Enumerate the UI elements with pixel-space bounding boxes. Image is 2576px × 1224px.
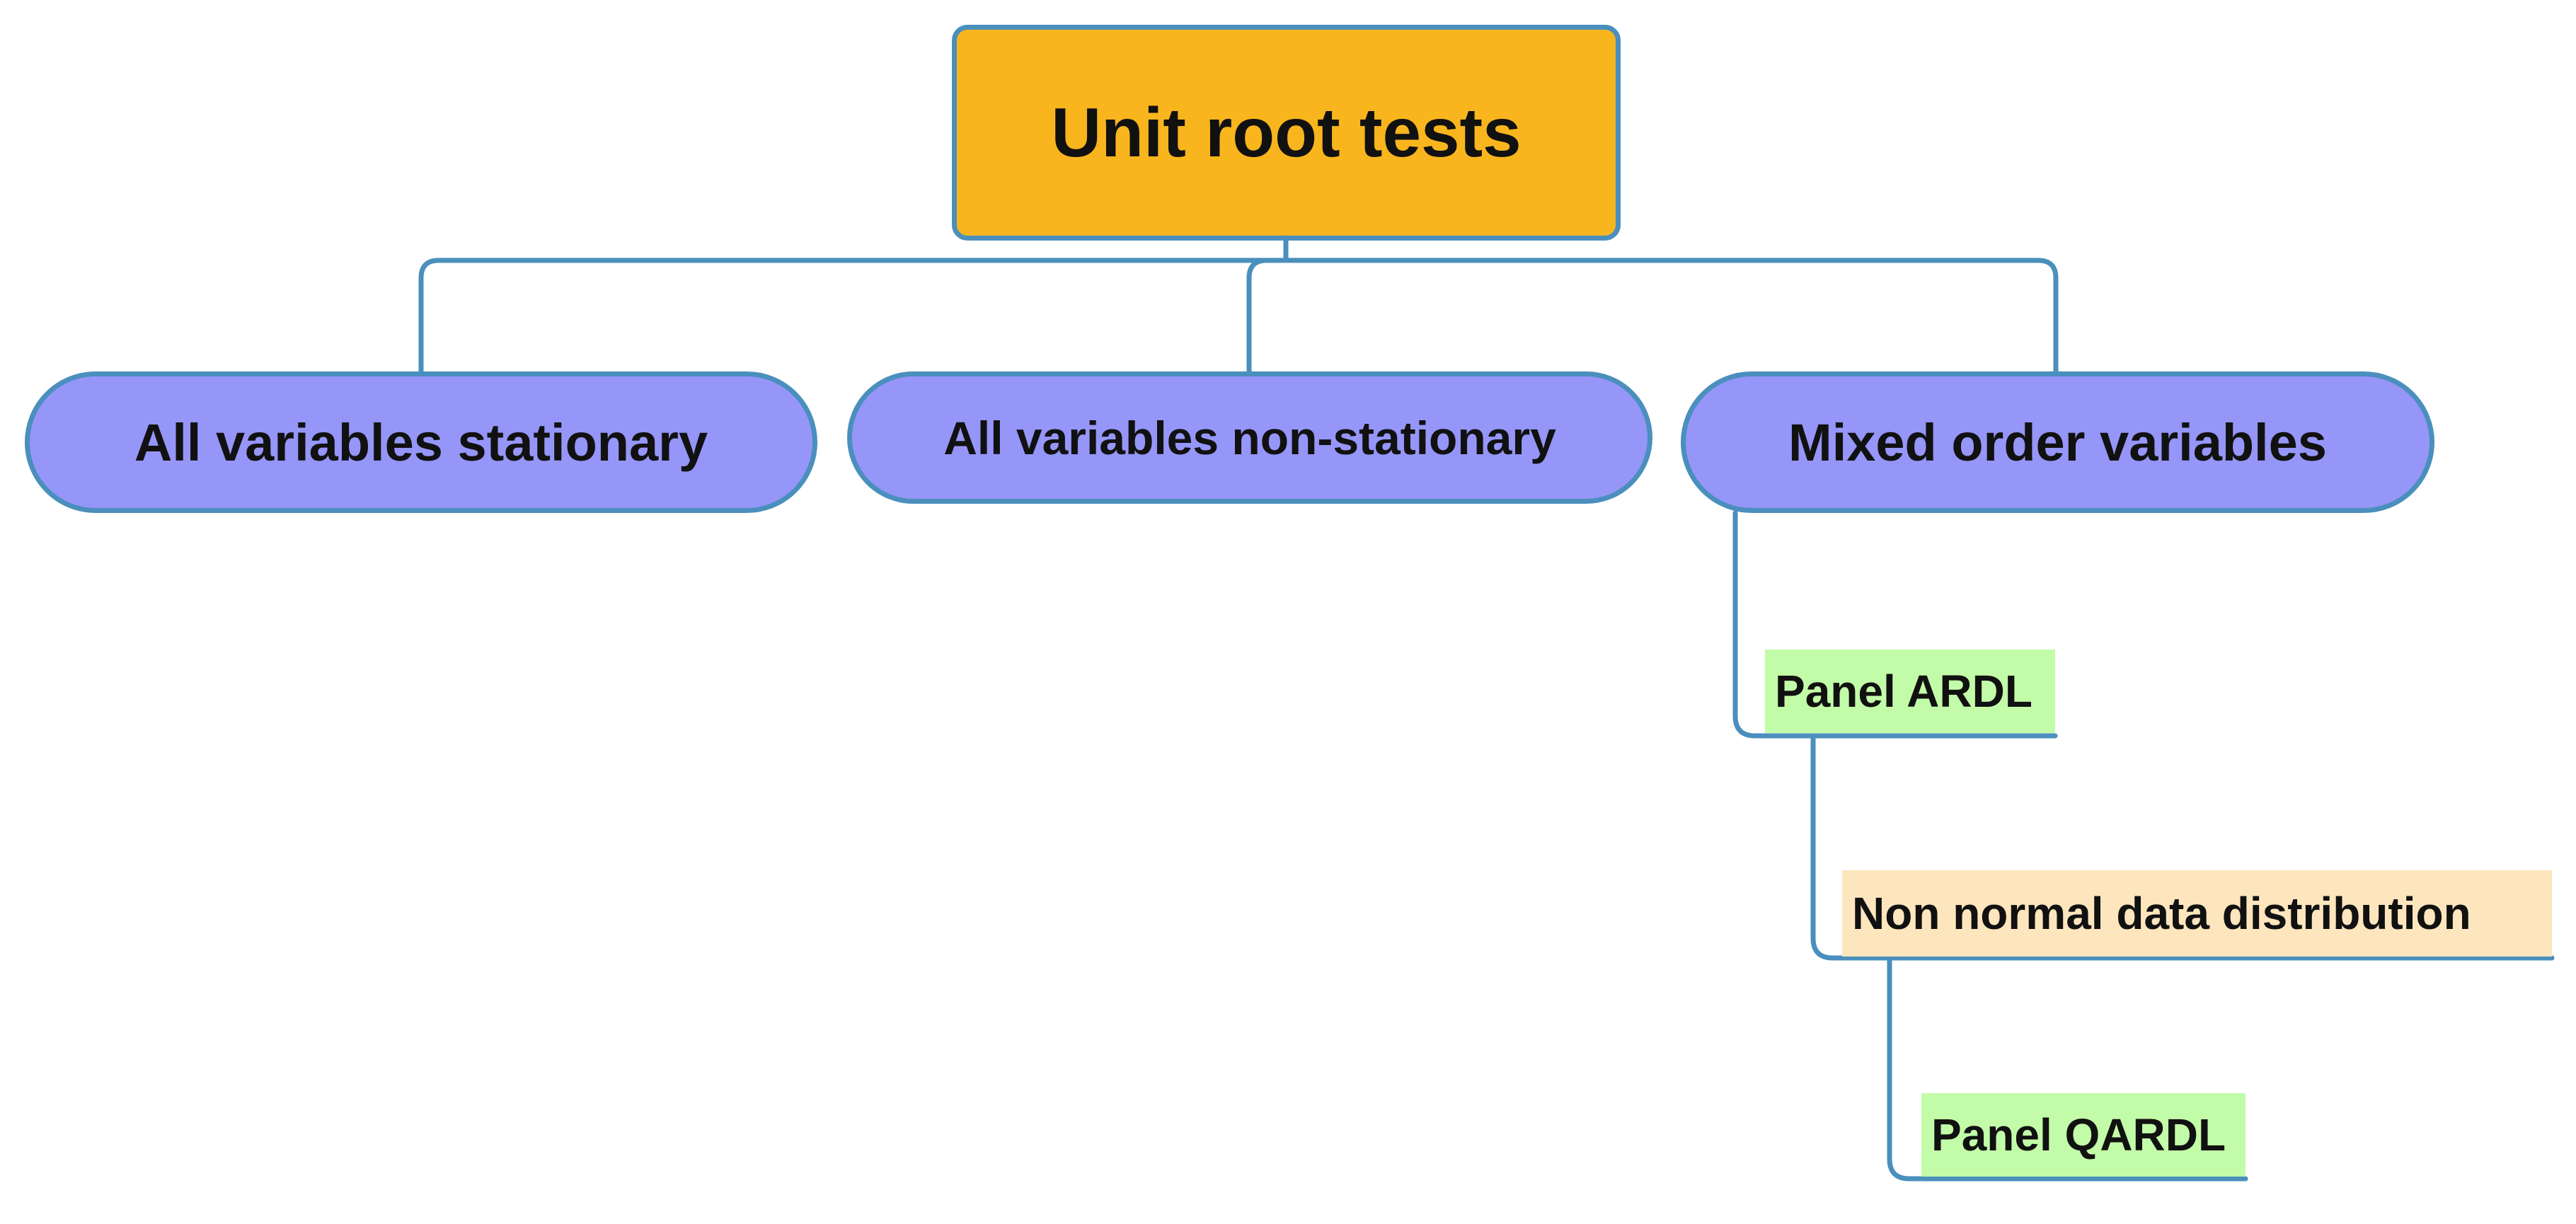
- connector-root-to-nonstationary: [1246, 238, 1289, 374]
- connector-root-to-stationary: [418, 238, 1289, 374]
- category-label: All variables stationary: [134, 412, 708, 472]
- leaf-panel-qardl: Panel QARDL: [1921, 1093, 2246, 1177]
- connector-mixed-to-panel-ardl: [1732, 510, 2058, 739]
- leaf-label: Panel ARDL: [1775, 666, 2032, 717]
- category-all-non-stationary: All variables non-stationary: [847, 371, 1652, 504]
- root-node-unit-root-tests: Unit root tests: [952, 25, 1621, 241]
- category-label: All variables non-stationary: [943, 411, 1556, 464]
- root-node-label: Unit root tests: [1051, 93, 1522, 171]
- connector-non-normal-to-panel-qardl: [1887, 955, 2248, 1182]
- leaf-non-normal-distribution: Non normal data distribution: [1842, 870, 2552, 957]
- leaf-label: Panel QARDL: [1931, 1109, 2226, 1160]
- leaf-label: Non normal data distribution: [1852, 888, 2471, 939]
- category-mixed-order: Mixed order variables: [1681, 371, 2434, 513]
- leaf-panel-ardl: Panel ARDL: [1765, 649, 2055, 733]
- connector-root-to-mixed: [1283, 238, 2059, 374]
- connector-panel-ardl-to-non-normal: [1810, 733, 2555, 961]
- category-all-stationary: All variables stationary: [25, 371, 817, 513]
- category-label: Mixed order variables: [1788, 412, 2327, 472]
